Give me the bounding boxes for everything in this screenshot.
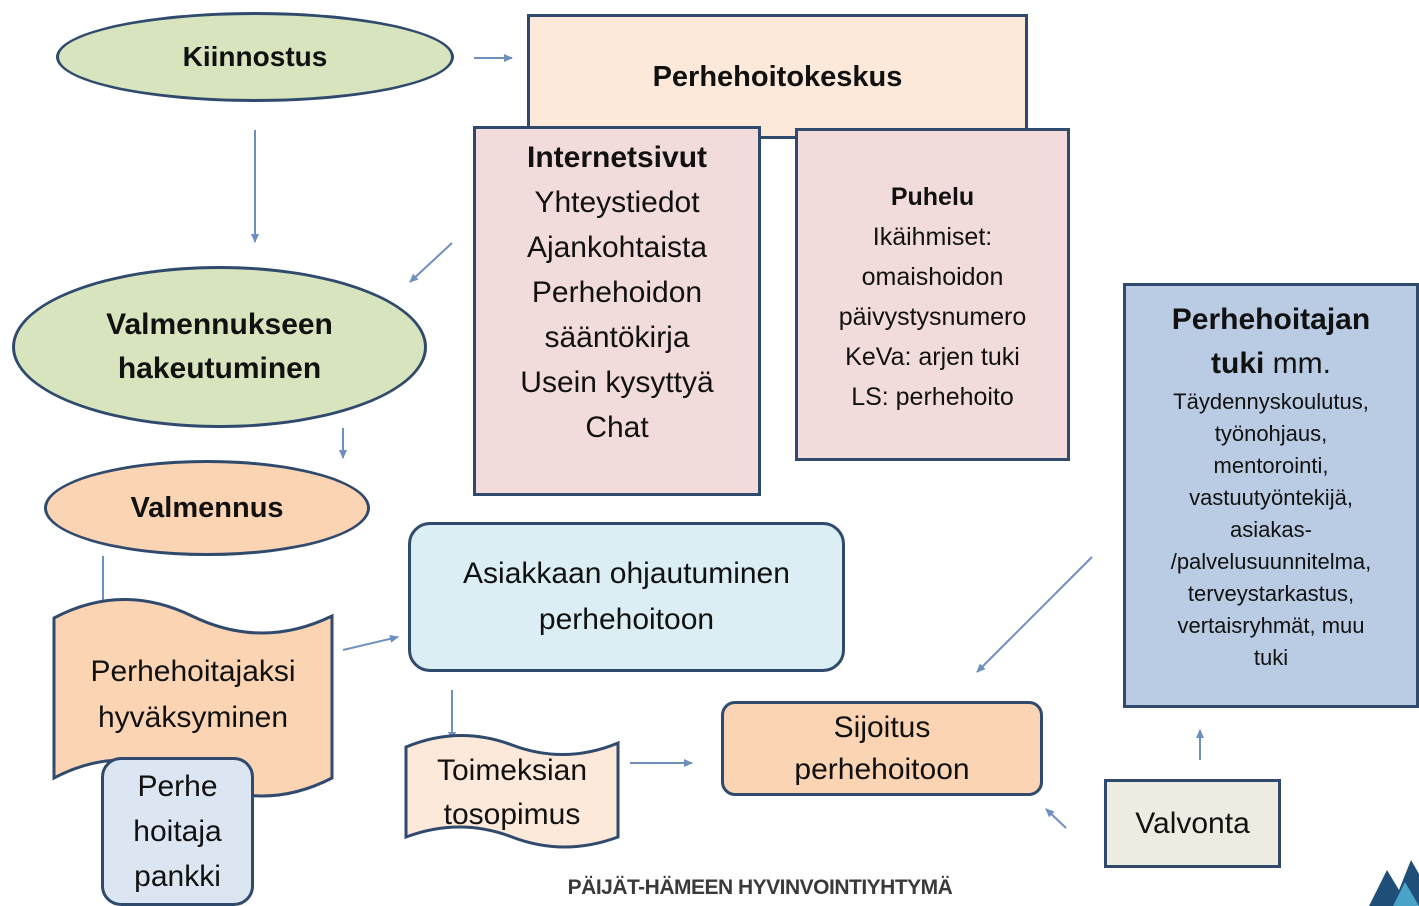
- internetsivut-title: Internetsivut: [526, 141, 708, 174]
- node-perhehoitajapankki: Perhe hoitaja pankki: [101, 757, 254, 906]
- arrow-perhehoitajaksi-to-asiakkaan: [342, 634, 399, 651]
- internetsivut-line: Chat: [585, 411, 649, 444]
- tuki-line: vastuutyöntekijä,: [1189, 485, 1353, 510]
- node-valmennus-label: Valmennus: [130, 491, 284, 524]
- node-valmennus: Valmennus: [44, 460, 370, 556]
- arrow-valvonta-to-sijoitus: [1045, 808, 1067, 829]
- sijoitus-line: Sijoitus: [833, 710, 931, 744]
- node-perhehoitokeskus: Perhehoitokeskus: [527, 14, 1028, 139]
- perhehoitajaksi-line: Perhehoitajaksi: [90, 655, 296, 688]
- tuki-subtitle-bold: tuki: [1211, 347, 1265, 380]
- node-puhelu: Puhelu Ikäihmiset: omaishoidon päivystys…: [795, 128, 1070, 461]
- node-valmennukseen-hakeutuminen: Valmennukseen hakeutuminen: [12, 266, 427, 428]
- tuki-line: Täydennyskoulutus,: [1173, 389, 1369, 414]
- tuki-title: Perhehoitajan: [1171, 303, 1371, 336]
- tuki-line: työnohjaus,: [1214, 421, 1328, 446]
- puhelu-line: Ikäihmiset:: [872, 223, 993, 251]
- node-asiakkaan-ohjautuminen: Asiakkaan ohjautuminen perhehoitoon: [408, 522, 845, 672]
- asiakkaan-line: Asiakkaan ohjautuminen: [463, 557, 790, 590]
- node-kiinnostus: Kiinnostus: [56, 12, 454, 102]
- puhelu-line: päivystysnumero: [838, 303, 1027, 331]
- tuki-line: terveystarkastus,: [1187, 581, 1355, 606]
- node-valvonta-label: Valvonta: [1135, 806, 1250, 840]
- tuki-line: tuki: [1253, 645, 1289, 670]
- internetsivut-line: Yhteystiedot: [534, 186, 700, 219]
- footer-organization: PÄIJÄT-HÄMEEN HYVINVOINTIYHTYMÄ: [567, 876, 953, 899]
- node-sijoitus: Sijoitus perhehoitoon: [721, 701, 1043, 796]
- tuki-line: mentorointi,: [1213, 453, 1329, 478]
- internetsivut-line: Ajankohtaista: [526, 231, 708, 264]
- pankki-line: pankki: [134, 860, 221, 893]
- internetsivut-line: sääntökirja: [544, 321, 690, 354]
- node-perhehoitokeskus-label: Perhehoitokeskus: [652, 61, 903, 93]
- toimeksianto-line: tosopimus: [443, 798, 581, 831]
- tuki-line: /palvelusuunnitelma,: [1170, 549, 1372, 574]
- puhelu-line: KeVa: arjen tuki: [845, 343, 1020, 371]
- puhelu-line: LS: perhehoito: [851, 383, 1014, 411]
- puhelu-line: omaishoidon: [861, 263, 1004, 291]
- node-valvonta: Valvonta: [1104, 779, 1281, 868]
- arrow-tuki-to-sijoitus: [976, 556, 1093, 673]
- tuki-subtitle: tuki mm.: [1211, 342, 1331, 386]
- node-internetsivut: Internetsivut Yhteystiedot Ajankohtaista…: [473, 126, 761, 496]
- puhelu-title: Puhelu: [890, 183, 975, 211]
- valmennukseen-line: hakeutuminen: [117, 352, 322, 385]
- valmennukseen-line: Valmennukseen: [106, 308, 333, 341]
- node-toimeksianto-shape: [404, 733, 620, 849]
- node-perhehoitajan-tuki: Perhehoitajan tuki mm. Täydennyskoulutus…: [1123, 283, 1419, 708]
- internetsivut-line: Perhehoidon: [531, 276, 703, 309]
- tuki-subtitle-rest: mm.: [1264, 347, 1331, 380]
- tuki-line: asiakas-: [1230, 517, 1312, 542]
- node-perhehoitajaksi: Perhehoitajaksi hyväksyminen: [52, 640, 334, 750]
- logo-mountains-icon: [1369, 860, 1419, 906]
- tuki-line: vertaisryhmät, muu: [1177, 613, 1365, 638]
- arrow-internet-to-valmennukseen: [409, 242, 453, 283]
- node-kiinnostus-label: Kiinnostus: [182, 41, 328, 72]
- sijoitus-line: perhehoitoon: [794, 752, 970, 786]
- toimeksianto-line: Toimeksian: [436, 754, 588, 787]
- asiakkaan-line: perhehoitoon: [538, 603, 715, 636]
- node-toimeksiantosopimus: Toimeksian tosopimus: [404, 748, 620, 838]
- pankki-line: hoitaja: [133, 815, 222, 848]
- internetsivut-line: Usein kysyttyä: [520, 366, 714, 399]
- perhehoitajaksi-line: hyväksyminen: [97, 701, 289, 734]
- pankki-line: Perhe: [137, 770, 218, 803]
